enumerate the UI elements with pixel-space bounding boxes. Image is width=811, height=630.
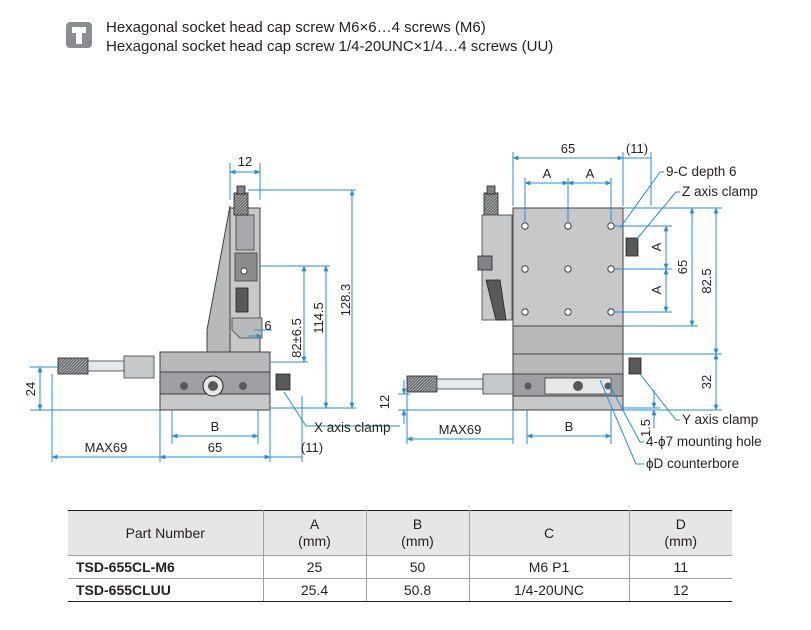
left-dim-82: 82±6.5 bbox=[289, 318, 304, 358]
table-row: TSD-655CLUU 25.4 50.8 1/4-20UNC 12 bbox=[68, 578, 732, 602]
right-dim-a2: A bbox=[586, 166, 595, 181]
right-dim-a-v1: A bbox=[649, 242, 664, 251]
left-dim-11: (11) bbox=[301, 440, 323, 455]
right-dim-32: 32 bbox=[699, 375, 714, 389]
left-dim-12: 12 bbox=[238, 154, 252, 169]
header-a: A(mm) bbox=[262, 510, 367, 556]
right-dim-a1: A bbox=[543, 166, 552, 181]
left-dim-65: 65 bbox=[208, 440, 222, 455]
right-dim-82-5: 82.5 bbox=[699, 268, 714, 293]
x-axis-clamp-callout: X axis clamp bbox=[314, 420, 391, 435]
screw-note-line1: Hexagonal socket head cap screw M6×6…4 s… bbox=[106, 19, 486, 36]
c-cell: M6 P1 bbox=[468, 555, 630, 579]
spec-table: Part Number A(mm) B(mm) C D(mm) TSD-655C… bbox=[68, 510, 732, 602]
left-dim-24: 24 bbox=[23, 382, 38, 396]
header-d: D(mm) bbox=[628, 510, 732, 556]
header-b: B(mm) bbox=[365, 510, 470, 556]
right-dim-max69: MAX69 bbox=[439, 422, 482, 437]
b-cell: 50.8 bbox=[365, 578, 470, 602]
screw-note-line2: Hexagonal socket head cap screw 1/4-20UN… bbox=[106, 38, 554, 55]
left-dim-max69: MAX69 bbox=[85, 440, 128, 455]
header-part-number: Part Number bbox=[68, 510, 264, 556]
c-depth-callout: 9-C depth 6 bbox=[666, 164, 737, 179]
left-dim-b: B bbox=[211, 419, 220, 434]
right-dim-12: 12 bbox=[377, 395, 392, 409]
part-number-cell: TSD-655CLUU bbox=[68, 578, 264, 602]
header-c: C bbox=[468, 510, 630, 556]
left-dim-114-5: 114.5 bbox=[311, 302, 326, 334]
mounting-hole-callout: 4-ϕ7 mounting hole bbox=[646, 434, 762, 449]
right-dim-65-v: 65 bbox=[675, 260, 690, 274]
a-cell: 25.4 bbox=[262, 578, 367, 602]
left-dim-128-3: 128.3 bbox=[338, 284, 353, 317]
d-cell: 12 bbox=[628, 578, 732, 602]
right-dim-1-5: 1.5 bbox=[638, 419, 653, 437]
screw-icon bbox=[66, 22, 92, 48]
spec-table-header: Part Number A(mm) B(mm) C D(mm) bbox=[68, 510, 732, 556]
y-axis-clamp-callout: Y axis clamp bbox=[682, 412, 758, 427]
z-axis-clamp-callout: Z axis clamp bbox=[682, 184, 758, 199]
right-view-dimension-lines bbox=[398, 152, 722, 465]
b-cell: 50 bbox=[365, 555, 470, 579]
left-dim-6: 6 bbox=[264, 318, 271, 333]
left-view-stage bbox=[57, 185, 291, 411]
table-row: TSD-655CL-M6 25 50 M6 P1 11 bbox=[68, 555, 732, 579]
right-dim-b: B bbox=[565, 419, 574, 434]
a-cell: 25 bbox=[262, 555, 367, 579]
right-dim-11: (11) bbox=[626, 141, 648, 156]
technical-drawing: 12 128.3 114.5 82±6.5 6 24 B MAX69 65 (1… bbox=[23, 141, 762, 471]
right-dim-a-v2: A bbox=[649, 285, 664, 294]
counterbore-callout: ϕD counterbore bbox=[646, 456, 739, 471]
left-view-dimension-lines bbox=[30, 163, 400, 462]
right-view-stage bbox=[406, 185, 642, 411]
d-cell: 11 bbox=[628, 555, 732, 579]
right-dim-65: 65 bbox=[561, 141, 575, 156]
c-cell: 1/4-20UNC bbox=[468, 578, 630, 602]
part-number-cell: TSD-655CL-M6 bbox=[68, 555, 264, 579]
